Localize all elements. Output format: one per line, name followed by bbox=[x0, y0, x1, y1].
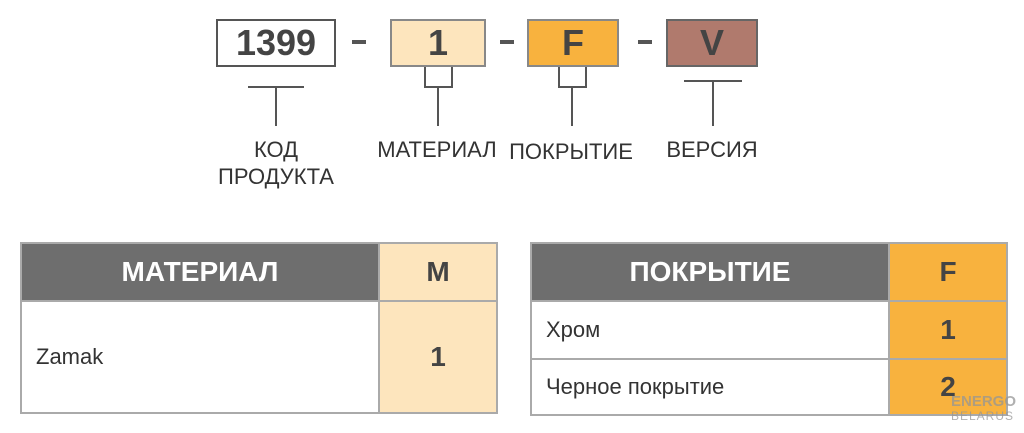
coating-name-cell: Хром bbox=[530, 300, 890, 360]
caption-coating: ПОКРЫТИЕ bbox=[509, 139, 633, 164]
caption-material: МАТЕРИАЛ bbox=[377, 137, 497, 162]
caption-product-line1: КОД bbox=[253, 137, 299, 162]
coating-code-cell: 1 bbox=[888, 300, 1008, 360]
material-code-value: 1 bbox=[427, 22, 449, 63]
material-connector-stem bbox=[437, 86, 439, 126]
table-row: Черное покрытие 2 bbox=[530, 358, 1008, 416]
table-row: Zamak 1 bbox=[20, 300, 498, 414]
separator-dash-2 bbox=[500, 40, 514, 44]
material-table-header-row: МАТЕРИАЛ M bbox=[20, 242, 498, 302]
coating-table-header: ПОКРЫТИЕ bbox=[530, 242, 890, 302]
coating-code-box: F bbox=[527, 19, 619, 67]
product-code-value: 1399 bbox=[235, 22, 317, 63]
material-table-code-header: M bbox=[378, 242, 498, 302]
coating-table: ПОКРЫТИЕ F Хром 1 Черное покрытие 2 bbox=[530, 242, 1008, 416]
version-code-value: V bbox=[699, 22, 724, 63]
watermark-line2: BELARUS bbox=[950, 409, 1015, 423]
version-code-box: V bbox=[666, 19, 758, 67]
material-bracket-left bbox=[424, 67, 426, 87]
version-connector-stem bbox=[712, 80, 714, 126]
material-table: МАТЕРИАЛ M Zamak 1 bbox=[20, 242, 498, 414]
coating-table-code-header: F bbox=[888, 242, 1008, 302]
caption-product-line2: ПРОДУКТА bbox=[218, 164, 334, 189]
caption-product-code: КОД ПРОДУКТА bbox=[196, 136, 356, 190]
table-row: Хром 1 bbox=[530, 300, 1008, 360]
product-code-box: 1399 bbox=[216, 19, 336, 67]
material-bracket-right bbox=[451, 67, 453, 87]
separator-dash-1 bbox=[352, 40, 366, 44]
watermark-logo: ENERGO BELARUS bbox=[950, 393, 1016, 423]
coating-connector-stem bbox=[571, 86, 573, 126]
coating-bracket-left bbox=[558, 67, 560, 87]
material-code-box: 1 bbox=[390, 19, 486, 67]
coating-code-value: F bbox=[562, 22, 584, 63]
watermark-line1: ENERGO bbox=[950, 393, 1016, 410]
coating-name-cell: Черное покрытие bbox=[530, 358, 890, 416]
separator-dash-3 bbox=[638, 40, 652, 44]
coating-table-header-row: ПОКРЫТИЕ F bbox=[530, 242, 1008, 302]
material-name-cell: Zamak bbox=[20, 300, 380, 414]
material-table-header: МАТЕРИАЛ bbox=[20, 242, 380, 302]
material-code-cell: 1 bbox=[378, 300, 498, 414]
coating-bracket-right bbox=[585, 67, 587, 87]
caption-version: ВЕРСИЯ bbox=[666, 137, 758, 162]
coating-code-cell: 2 bbox=[888, 358, 1008, 416]
product-connector-stem bbox=[275, 86, 277, 126]
